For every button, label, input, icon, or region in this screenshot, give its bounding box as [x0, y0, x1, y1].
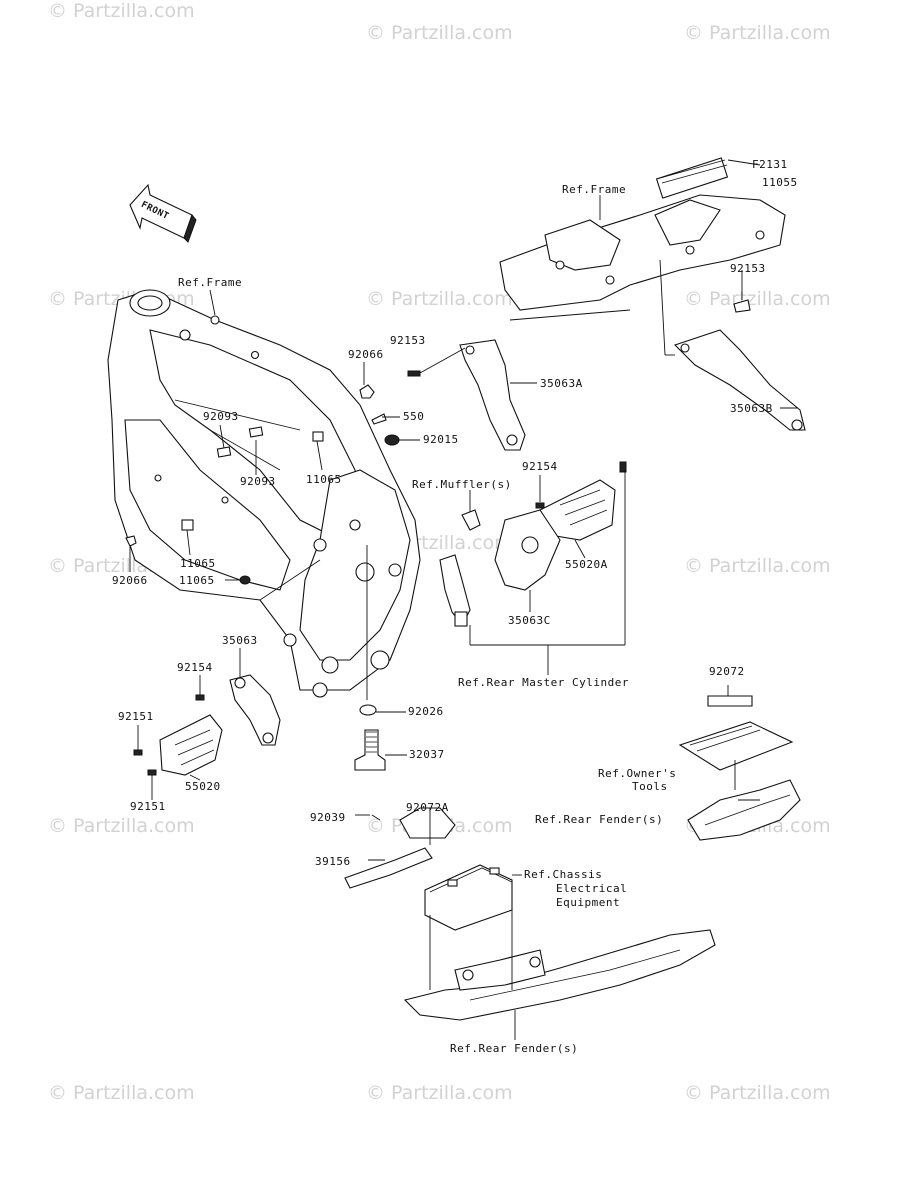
part-92039-label: 92039 — [310, 811, 346, 824]
part-92153-mid-label: 92153 — [390, 334, 426, 347]
part-92072A-label: 92072A — [406, 801, 449, 814]
watermark: © Partzilla.com — [366, 22, 513, 44]
ref-chassis-label-1: Ref.Chassis — [524, 868, 603, 881]
part-35063-label: 35063 — [222, 634, 258, 647]
part-92066-bottom-label: 92066 — [112, 574, 148, 587]
ref-owners-tools-label-1: Ref.Owner's — [598, 767, 677, 780]
part-11065-c-label: 11065 — [179, 574, 215, 587]
bracket-35063A — [407, 339, 526, 451]
bracket-35063B — [673, 329, 806, 431]
ref-chassis-label-3: Equipment — [556, 896, 621, 909]
part-92066-top-label: 92066 — [348, 348, 384, 361]
part-92154-right-label: 92154 — [522, 460, 558, 473]
ref-rear-fender-bottom-label: Ref.Rear Fender(s) — [450, 1042, 579, 1055]
part-55020-label: 55020 — [185, 780, 221, 793]
part-11055-top-label: 11055 — [762, 176, 798, 189]
part-92093-a-label: 92093 — [203, 410, 239, 423]
front-arrow-icon — [129, 183, 197, 243]
part-92153-right-label: 92153 — [730, 262, 766, 275]
part-92151-a-label: 92151 — [118, 710, 154, 723]
part-32037-label: 32037 — [409, 748, 445, 761]
part-11065-a-label: 11065 — [306, 473, 342, 486]
part-550-label: 550 — [403, 410, 425, 423]
watermark: © Partzilla.com — [366, 1082, 513, 1104]
watermark: © Partzilla.com — [366, 288, 513, 310]
part-92154-left-label: 92154 — [177, 661, 213, 674]
watermark: © Partzilla.com — [48, 815, 195, 837]
part-39156-label: 39156 — [315, 855, 351, 868]
battery-area — [344, 807, 513, 931]
watermark: © Partzilla.com — [684, 1082, 831, 1104]
diagram-id: F2131 — [752, 158, 788, 171]
rear-subframe — [499, 157, 786, 313]
part-35063C-label: 35063C — [508, 614, 551, 627]
main-frame — [107, 289, 421, 698]
ref-frame-left-label: Ref.Frame — [178, 276, 243, 289]
part-92015-label: 92015 — [423, 433, 459, 446]
ref-rear-master-cylinder-label: Ref.Rear Master Cylinder — [458, 676, 629, 689]
ref-owners-tools-label-2: Tools — [632, 780, 668, 793]
watermark: © Partzilla.com — [48, 0, 195, 22]
watermark: © Partzilla.com — [684, 288, 831, 310]
rear-fender-bottom — [403, 929, 716, 1021]
part-92151-b-label: 92151 — [130, 800, 166, 813]
right-footpeg-assembly — [439, 461, 627, 627]
part-92026-label: 92026 — [408, 705, 444, 718]
ref-rear-fender-right-label: Ref.Rear Fender(s) — [535, 813, 664, 826]
part-11065-b-label: 11065 — [180, 557, 216, 570]
part-55020A-label: 55020A — [565, 558, 608, 571]
watermark: © Partzilla.com — [684, 555, 831, 577]
ref-chassis-label-2: Electrical — [556, 882, 628, 895]
part-35063B-label: 35063B — [730, 402, 773, 415]
owners-tools-area — [678, 695, 801, 841]
watermark: © Partzilla.com — [48, 1082, 195, 1104]
leader-lines — [129, 159, 798, 1040]
left-footpeg-assembly — [133, 674, 281, 776]
part-92093-b-label: 92093 — [240, 475, 276, 488]
small-parts — [125, 384, 400, 771]
part-35063A-label: 35063A — [540, 377, 583, 390]
ref-muffler-label: Ref.Muffler(s) — [412, 478, 512, 491]
part-92072-label: 92072 — [709, 665, 745, 678]
ref-frame-top-label: Ref.Frame — [562, 183, 627, 196]
watermark: © Partzilla.com — [684, 22, 831, 44]
